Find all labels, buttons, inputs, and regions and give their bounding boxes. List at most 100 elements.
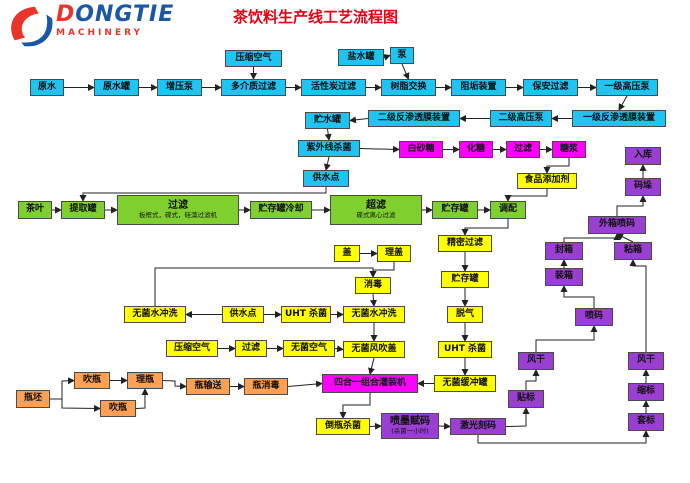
flow-node-penma: 喷码: [575, 308, 613, 326]
flow-edge-wjfcg-to-guanzhuang: [368, 357, 375, 375]
flow-node-zhanxiang: 粘箱: [614, 242, 652, 260]
flow-node-label: 树脂交换: [390, 81, 427, 92]
flow-node-label: UHT 杀菌: [284, 308, 328, 319]
flow-edge-fenggan_r-to-zhanxiang: [629, 259, 647, 352]
flow-node-pingpi: 瓶坯: [16, 390, 50, 408]
flow-node-label: 一级反渗透膜装置: [582, 112, 655, 123]
flow-node-huanchong: 无菌缓冲罐: [434, 375, 496, 392]
flow-node-suobiao: 缩标: [628, 383, 664, 401]
flow-node-label: 盖: [342, 247, 352, 258]
flow-node-yskq_y: 压缩空气: [166, 340, 218, 357]
flow-edge-zhushuiguan-to-ziwaixian: [324, 128, 332, 141]
flow-node-label: 码垛: [633, 181, 652, 192]
flow-edge-tangjiang-to-tianjiaji: [543, 158, 570, 174]
flow-node-gongshuidian_c: 供水点: [303, 170, 349, 187]
flow-node-xiaodu: 消毒: [355, 277, 391, 294]
flow-node-label: 盐水罐: [347, 51, 375, 62]
flow-node-tianjiaji: 食品添加剂: [517, 173, 577, 189]
flow-node-tiaopei: 调配: [490, 201, 526, 219]
flow-node-erjibeng: 二级高压泵: [490, 110, 552, 127]
flow-edge-zhanxiang-to-waixiang: [616, 233, 634, 243]
flow-node-label: 无菌空气: [290, 342, 327, 353]
flow-node-label: 粘箱: [623, 245, 642, 256]
flow-node-zengyabeng: 增压泵: [157, 79, 202, 96]
flow-node-zhucun_lq: 贮存罐冷却: [250, 201, 312, 219]
flow-edge-jiguang-to-tiebiao: [505, 407, 530, 427]
flow-node-penmo: 喷墨赋码(杀菌一小时): [381, 413, 439, 439]
flow-edge-fengxiang-to-waixiang: [563, 233, 621, 242]
flow-node-label: 原水: [37, 81, 56, 92]
flow-node-label: 供水点: [312, 172, 340, 183]
flow-edge-beng-to-shuzhi: [401, 63, 410, 80]
flow-node-subtitle: 板框式，碟式，硅藻过滤机: [139, 210, 217, 219]
flow-node-yuanshui: 原水: [30, 79, 64, 96]
diagram-title: 茶饮料生产线工艺流程图: [233, 8, 399, 26]
flow-node-fengxiang: 封箱: [545, 242, 583, 260]
dongtie-logo-icon: [11, 6, 53, 47]
flow-node-label: 缩标: [636, 386, 655, 397]
flow-edge-jiguang-to-taobiao: [477, 430, 650, 444]
flow-node-taobiao: 套标: [628, 413, 664, 431]
flow-node-label: 瓶坯: [23, 393, 42, 404]
flow-node-gai: 盖: [334, 245, 360, 262]
flow-node-wjfcg: 无菌风吹盖: [343, 341, 405, 358]
flow-node-label: 消毒: [363, 279, 382, 290]
flow-node-label: 无菌水冲洗: [351, 308, 397, 319]
flow-node-label: 白砂糖: [407, 143, 435, 154]
flow-node-label: 理盖: [384, 247, 403, 258]
brand-rest: ONGTIE: [75, 2, 175, 27]
flow-edge-erjimo-to-zhushuiguan: [349, 116, 369, 124]
flow-node-label: 过滤: [513, 143, 532, 154]
flow-node-label: 贴标: [516, 393, 535, 404]
flow-node-label: 二级反渗透膜装置: [377, 112, 450, 123]
flow-edge-pingpi-to-chuiping2: [50, 398, 101, 412]
flow-node-label: 精密过滤: [446, 237, 483, 248]
flow-node-label: 保安过滤: [532, 81, 569, 92]
flow-edge-daoping-to-penmo: [369, 422, 382, 430]
flow-node-jingmi: 精密过滤: [438, 235, 492, 252]
flow-node-yskq_top: 压缩空气: [225, 50, 282, 67]
flow-node-chuiping1: 吹瓶: [74, 372, 110, 389]
flow-node-label: 糖浆: [559, 143, 578, 154]
flow-node-label: 封箱: [554, 245, 573, 256]
flow-node-zhucunguan_g: 贮存罐: [432, 201, 478, 219]
flow-node-yijibeng: 一级高压泵: [596, 79, 658, 96]
brand-initial: D: [56, 2, 76, 27]
flow-node-label: 多介质过滤: [230, 81, 276, 92]
flow-node-label: 倒瓶杀菌: [324, 420, 361, 431]
flow-node-label: 提取罐: [69, 204, 97, 215]
flow-node-label: 无菌风吹盖: [351, 343, 397, 354]
flow-node-zugou: 阻垢装置: [451, 79, 506, 96]
flow-node-subtitle: (杀菌一小时): [391, 426, 429, 435]
flow-node-wjkq: 无菌空气: [283, 340, 335, 357]
flow-node-baishatang: 白砂糖: [399, 141, 443, 158]
flow-node-ruku: 入库: [625, 147, 661, 165]
flow-edge-penmo-to-jiguang: [438, 422, 451, 430]
flow-node-zhucunguan_y: 贮存罐: [441, 271, 489, 288]
flow-node-waixiang: 外箱喷码: [588, 216, 646, 234]
flow-edge-xiaodu-to-wjsc_mid: [370, 293, 377, 307]
flow-node-label: 理瓶: [135, 374, 154, 385]
flow-edge-penma-to-zhuangxiang: [560, 285, 595, 308]
flow-node-huoxingtan: 活性炭过滤: [301, 79, 366, 96]
flow-node-label: 超滤: [366, 200, 386, 212]
brand-logo: DONGTIE MACHINERY: [6, 4, 174, 48]
flow-node-label: 茶叶: [25, 204, 44, 215]
flow-node-chuiping2: 吹瓶: [100, 400, 136, 417]
flow-node-tiebiao: 贴标: [508, 390, 544, 408]
flow-node-huatang: 化糖: [459, 141, 493, 158]
flow-node-pingxiaodu: 瓶消毒: [244, 378, 288, 395]
flow-node-fenggan_r: 风干: [628, 352, 664, 370]
flow-edge-pingxiaodu-to-guanzhuang: [287, 380, 323, 388]
flow-node-label: 过滤: [168, 200, 188, 212]
flow-node-label: 增压泵: [165, 81, 193, 92]
flow-edge-ligai-to-xiaodu: [369, 262, 395, 278]
flow-edge-tianjiaji-to-tiaopei: [504, 189, 548, 202]
flow-edge-wjsc_left-to-xiaodu: [154, 267, 377, 306]
flow-node-guanzhuang: 四合一组合灌装机: [322, 374, 418, 393]
flow-node-shuzhi: 树脂交换: [381, 79, 436, 96]
flow-edge-tiebiao-to-fenggan_l: [525, 369, 540, 390]
